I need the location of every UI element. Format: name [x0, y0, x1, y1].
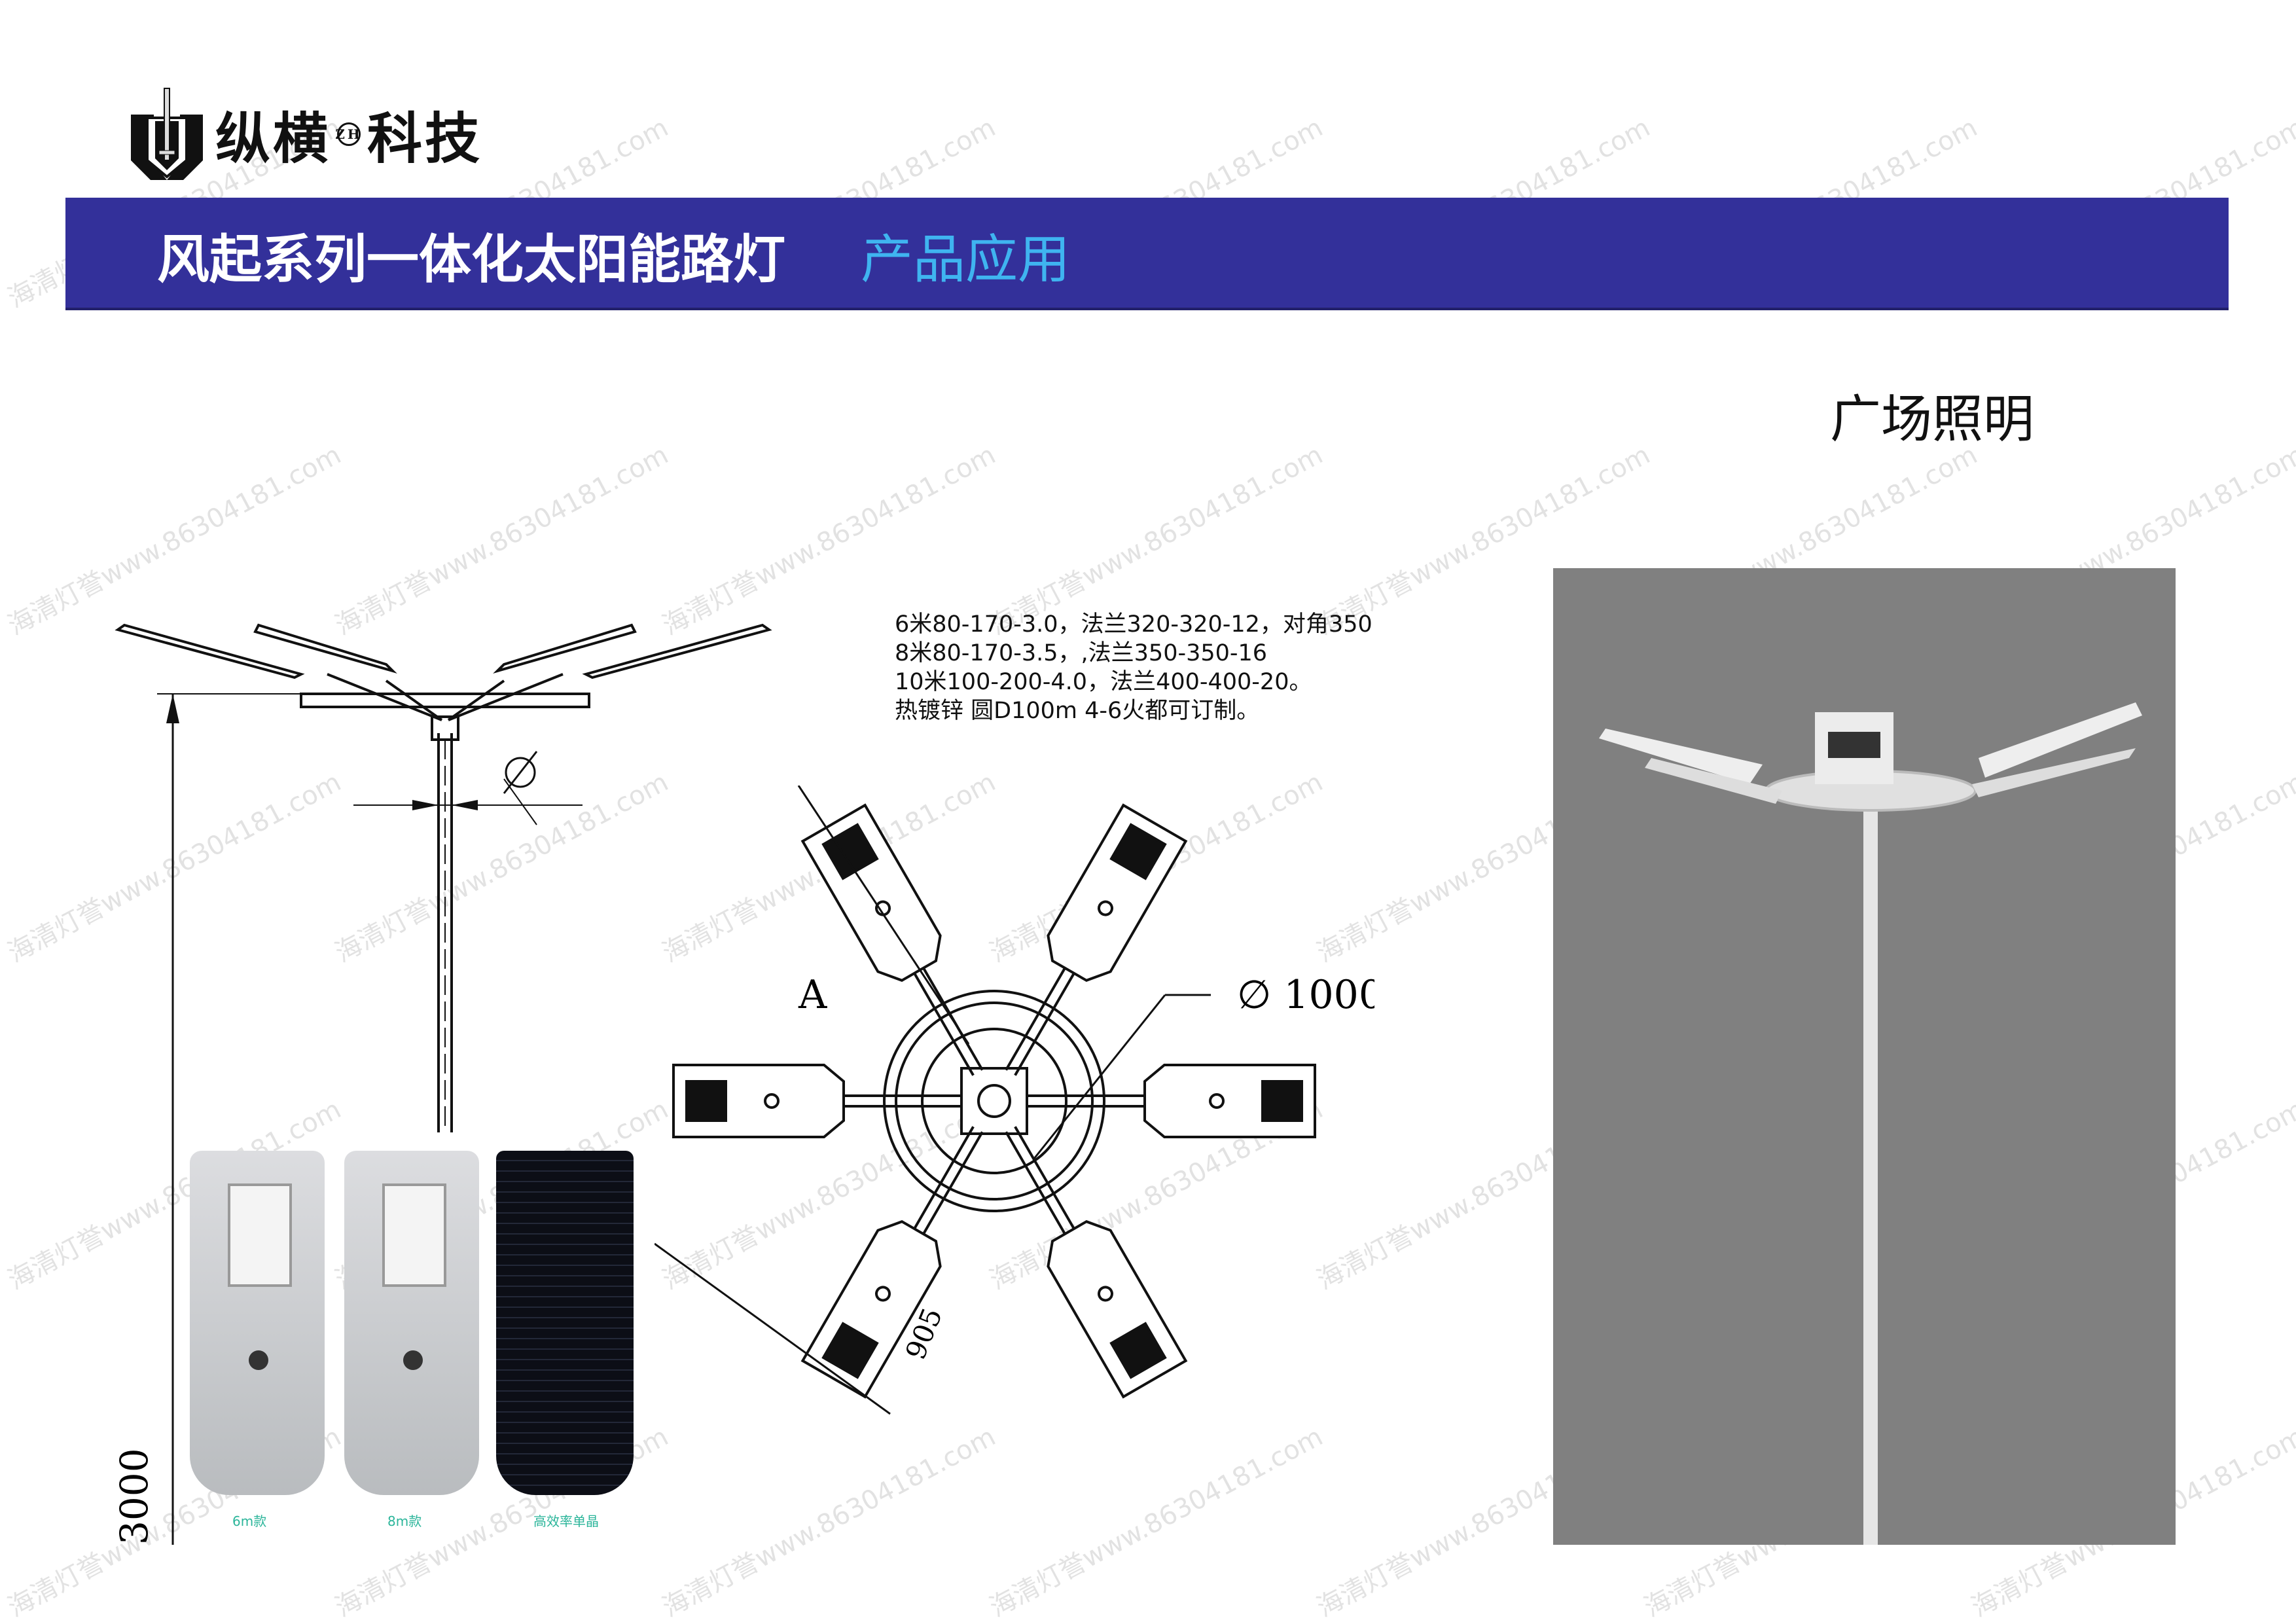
lamp-photo-6m [190, 1151, 325, 1495]
company-logo: 纵横 ZH 科技 [128, 85, 482, 183]
height-dimension: 3000 [112, 1448, 156, 1545]
side-elevation-drawing: 3000 [112, 623, 772, 1545]
title-banner: 风起系列一体化太阳能路灯 产品应用 [65, 198, 2229, 310]
lamp-head-outline [1005, 803, 1188, 1076]
application-category: 广场照明 [1830, 390, 2035, 449]
diameter-symbol-icon [505, 757, 536, 788]
page-subtitle: 产品应用 [861, 229, 1070, 290]
lamp-photo-8m [344, 1151, 479, 1495]
page-title: 风起系列一体化太阳能路灯 [157, 229, 785, 290]
watermark: 海清灯誉www.86304181.com [984, 1421, 1328, 1623]
registered-mark: ZH [335, 122, 361, 146]
lamp-head-outline [800, 803, 984, 1076]
product-label: 6m款 [232, 1513, 267, 1529]
label-a: A [798, 972, 827, 1018]
spec-line: 10米100-200-4.0，法兰400-400-20。 [895, 669, 1312, 695]
shield-sword-logo-icon [131, 88, 203, 180]
top-view-drawing: A ∅ 1000 905 [655, 785, 1374, 1415]
solar-panel-photo [496, 1151, 634, 1495]
product-label: 高效率单晶 [533, 1513, 599, 1529]
spec-line: 6米80-170-3.0，法兰320-320-12，对角350 [895, 611, 1372, 638]
diameter-dimension: ∅ 1000 [1237, 972, 1374, 1018]
lamp-head-outline [672, 1064, 961, 1138]
lamp-head-outline [800, 1126, 984, 1399]
lamp-head-outline [1027, 1064, 1316, 1138]
pole-specifications: 6米80-170-3.0，法兰320-320-12，对角350 8米80-170… [895, 610, 1372, 725]
dimension-arrow-icon [166, 694, 179, 723]
lamp-head-outline [1005, 1126, 1188, 1399]
spec-line: 8米80-170-3.5，,法兰350-350-16 [895, 640, 1268, 666]
logo-text-left: 纵横 [215, 106, 331, 171]
product-label: 8m款 [387, 1513, 422, 1529]
spec-line: 热镀锌 圆D100m 4-6火都可订制。 [895, 698, 1260, 724]
plaza-lighting-photo [1553, 568, 2176, 1545]
logo-text-right: 科技 [367, 106, 483, 171]
